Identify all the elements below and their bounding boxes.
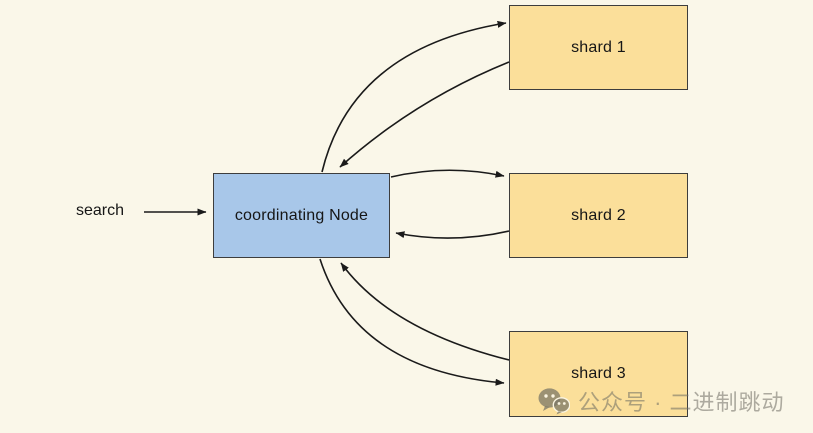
search-label: search xyxy=(75,202,125,219)
shard-2-node: shard 2 xyxy=(509,173,688,258)
coordinating-node: coordinating Node xyxy=(213,173,390,258)
shard-3-label: shard 3 xyxy=(571,365,626,382)
shard-1-label: shard 1 xyxy=(571,38,626,56)
edge-coordinator-to-shard-1 xyxy=(321,20,507,173)
shard-3-node: shard 3 xyxy=(509,331,688,417)
shard-1-node: shard 1 xyxy=(509,5,688,90)
shard-2-label: shard 2 xyxy=(571,206,626,224)
wechat-icon xyxy=(538,387,570,414)
edge-shard-3-to-coordinator xyxy=(340,262,510,361)
edge-shard-2-to-coordinator xyxy=(395,230,510,239)
edge-coordinator-to-shard-3 xyxy=(319,258,505,386)
watermark: 公众号 · 二进制跳动 xyxy=(538,385,785,417)
coordinating-node-label: coordinating Node xyxy=(234,206,369,224)
edge-shard-1-to-coordinator xyxy=(339,61,510,168)
watermark-text: 公众号 · 二进制跳动 xyxy=(578,390,785,415)
edge-coordinator-to-shard-2 xyxy=(390,169,505,178)
